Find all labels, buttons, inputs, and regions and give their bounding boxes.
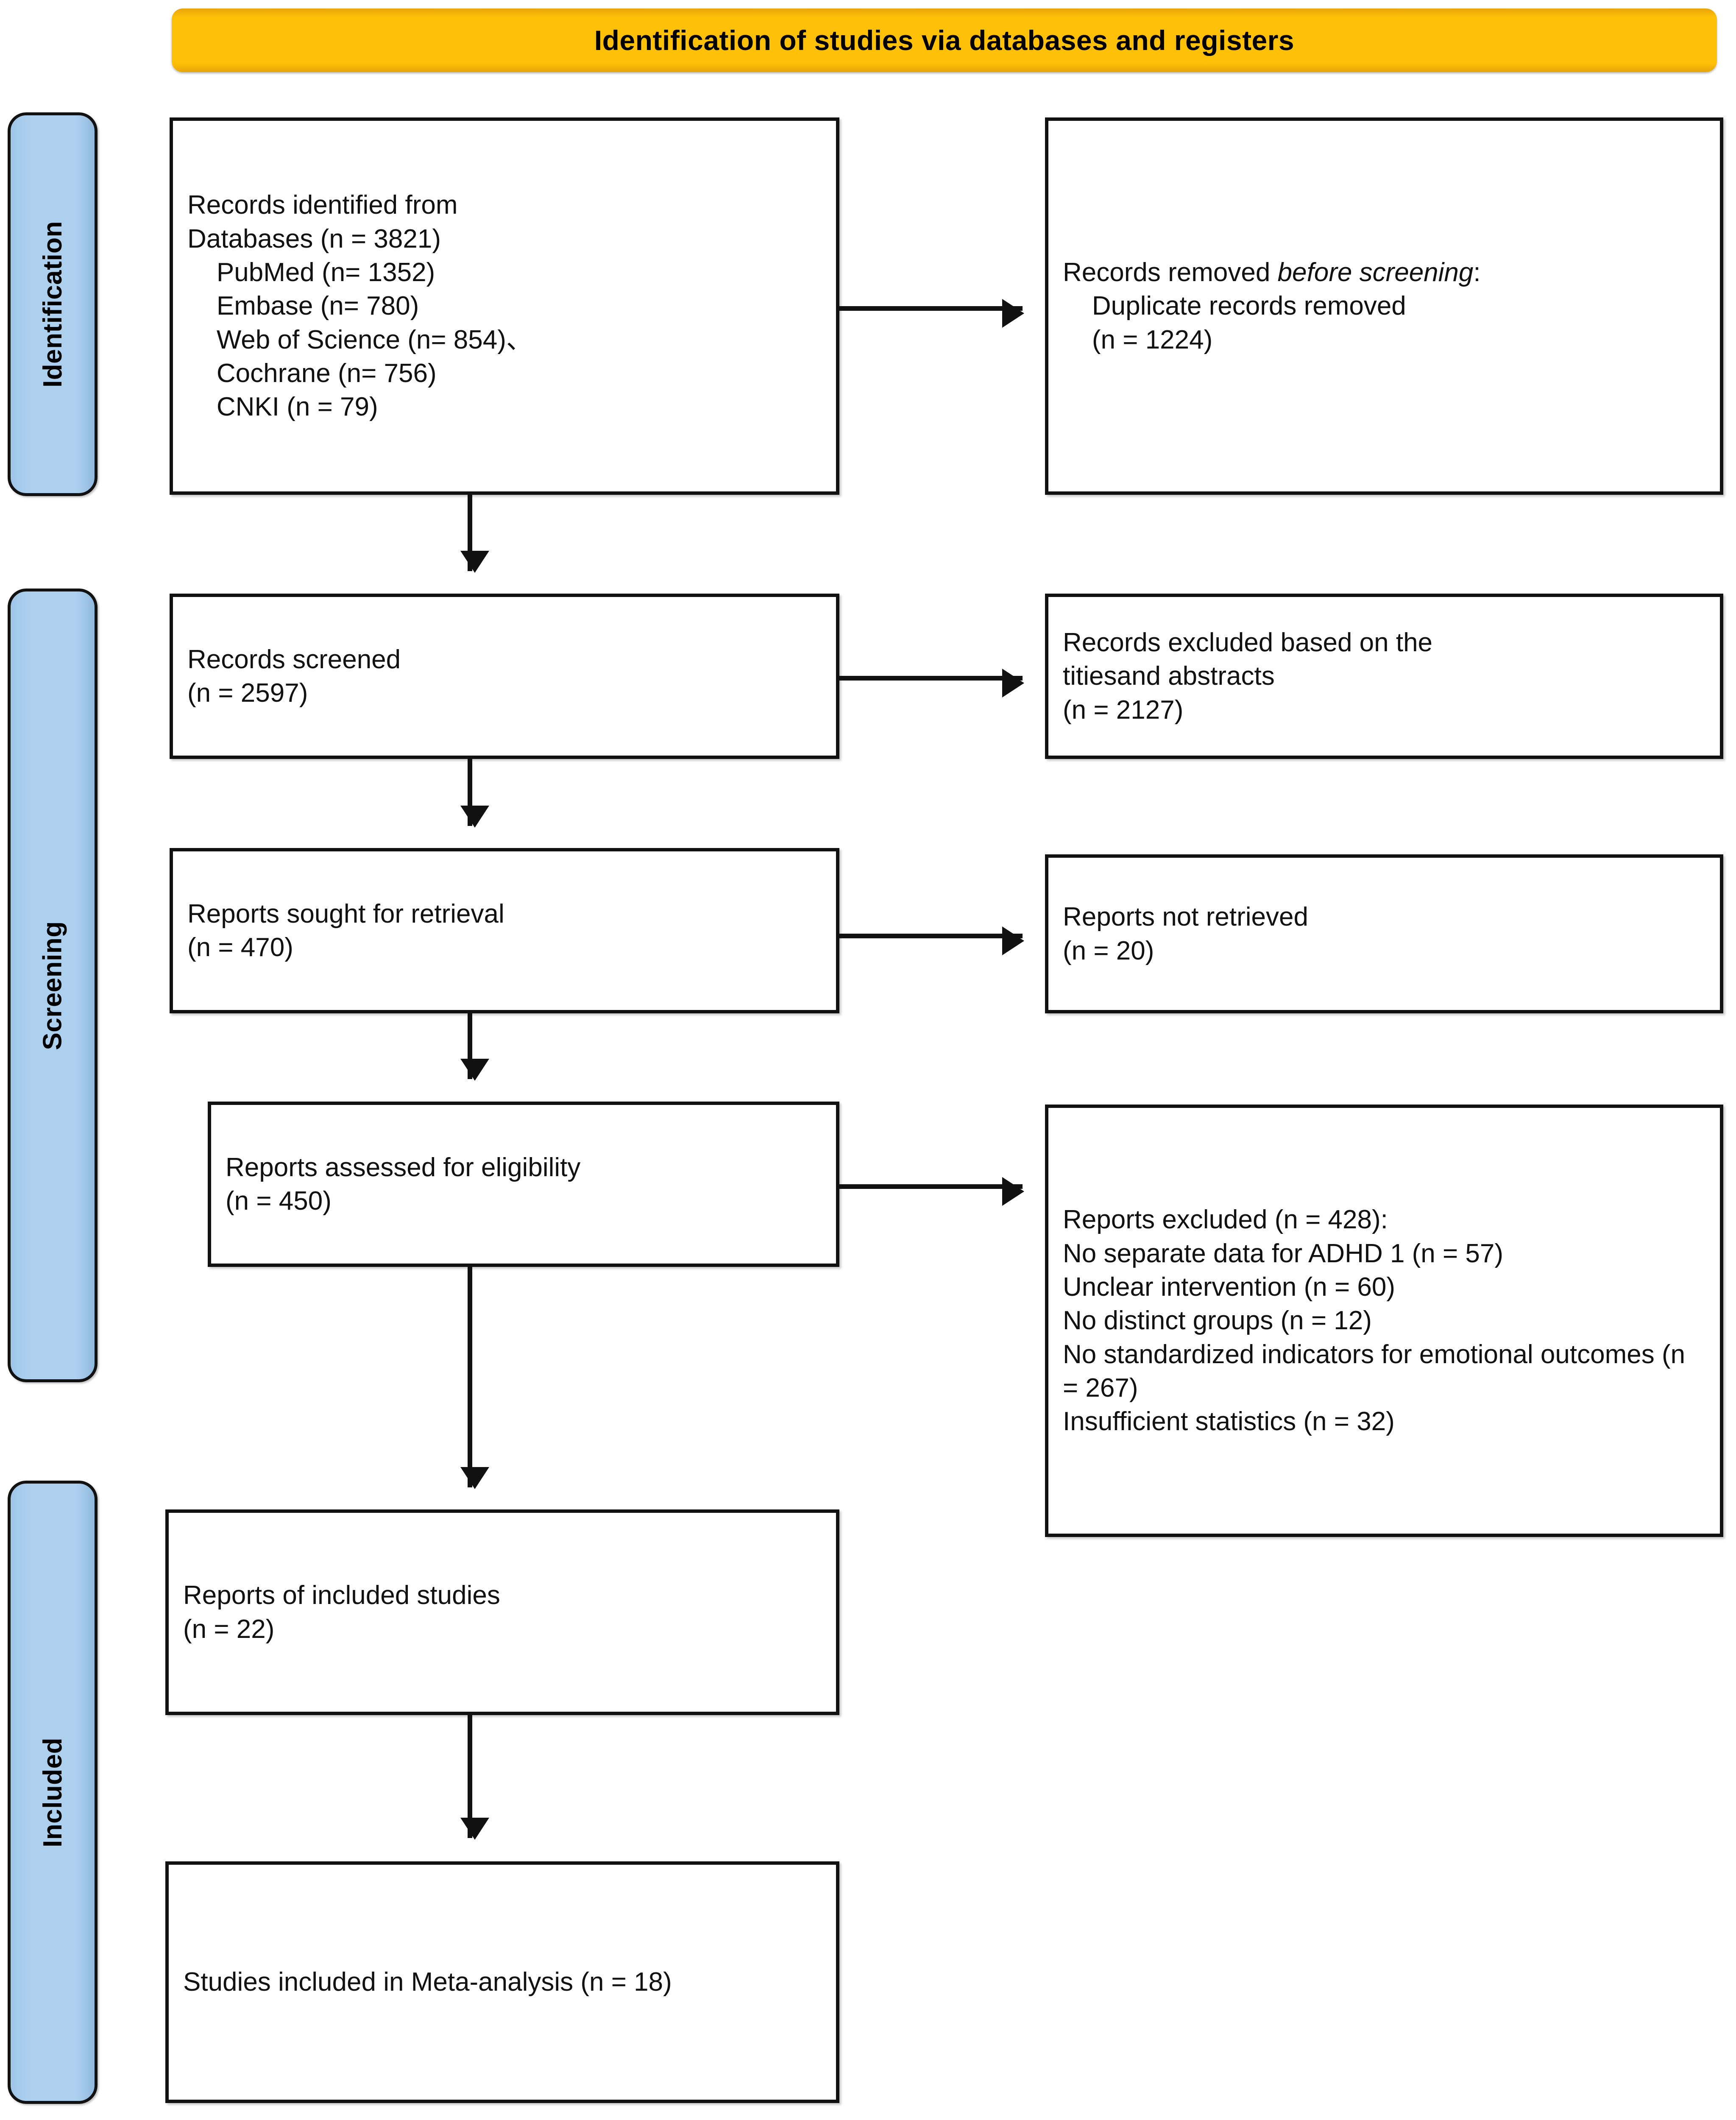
box-studies-included-in-meta-analysis: Studies included in Meta-analysis (n = 1… xyxy=(165,1861,839,2103)
box-reports-sought-text: Reports sought for retrieval (n = 470) xyxy=(187,899,504,962)
box-reports-sought-for-retrieval: Reports sought for retrieval (n = 470) xyxy=(170,848,839,1013)
arrow-assessed-to-included-reports xyxy=(460,1267,489,1489)
diagram-title-text: Identification of studies via databases … xyxy=(594,24,1295,56)
box-records-removed-text: Records removed before screening: Duplic… xyxy=(1063,256,1705,357)
diagram-title-banner: Identification of studies via databases … xyxy=(172,8,1717,72)
removed-lead-text: Records removed xyxy=(1063,257,1278,287)
box-reports-excluded-with-reasons: Reports excluded (n = 428): No separate … xyxy=(1045,1105,1723,1537)
arrow-assessed-to-excluded-reasons xyxy=(839,1177,1024,1206)
stage-label-included: Included xyxy=(38,1737,67,1847)
removed-colon-text: : xyxy=(1473,257,1481,287)
stage-label-screening: Screening xyxy=(38,921,67,1050)
box-reports-not-retrieved: Reports not retrieved (n = 20) xyxy=(1045,854,1723,1013)
box-reports-not-retrieved-text: Reports not retrieved (n = 20) xyxy=(1063,902,1308,965)
box-records-screened-text: Records screened (n = 2597) xyxy=(187,644,401,708)
box-reports-of-included-studies-text: Reports of included studies (n = 22) xyxy=(183,1581,500,1644)
stage-bar-screening: Screening xyxy=(8,589,98,1382)
box-records-excluded-titles-abstracts: Records excluded based on the titiesand … xyxy=(1045,594,1723,759)
box-studies-meta-analysis-text: Studies included in Meta-analysis (n = 1… xyxy=(183,1967,672,1997)
arrow-screened-to-sought xyxy=(460,759,489,828)
box-records-removed-before-screening: Records removed before screening: Duplic… xyxy=(1045,117,1723,495)
box-records-identified: Records identified from Databases (n = 3… xyxy=(170,117,839,495)
box-reports-of-included-studies: Reports of included studies (n = 22) xyxy=(165,1509,839,1715)
box-reports-excluded-text: Reports excluded (n = 428): No separate … xyxy=(1063,1205,1686,1437)
arrow-screened-to-excluded-titles xyxy=(839,669,1024,697)
stage-label-identification: Identification xyxy=(38,221,67,388)
arrow-identified-to-removed xyxy=(839,299,1024,328)
arrow-identified-to-screened xyxy=(460,495,489,573)
box-records-identified-text: Records identified from Databases (n = 3… xyxy=(187,190,532,422)
stage-bar-identification: Identification xyxy=(8,112,98,496)
removed-italic-text: before screening xyxy=(1277,257,1474,287)
box-records-excluded-titles-abstracts-text: Records excluded based on the titiesand … xyxy=(1063,628,1433,725)
arrow-included-reports-to-meta-analysis xyxy=(460,1715,489,1840)
arrow-sought-to-assessed xyxy=(460,1013,489,1081)
stage-bar-included: Included xyxy=(8,1481,98,2104)
removed-body-text: Duplicate records removed (n = 1224) xyxy=(1092,291,1406,354)
box-records-screened: Records screened (n = 2597) xyxy=(170,594,839,759)
box-reports-assessed-for-eligibility: Reports assessed for eligibility (n = 45… xyxy=(208,1102,839,1267)
arrow-sought-to-not-retrieved xyxy=(839,926,1024,955)
box-reports-assessed-text: Reports assessed for eligibility (n = 45… xyxy=(226,1152,581,1216)
